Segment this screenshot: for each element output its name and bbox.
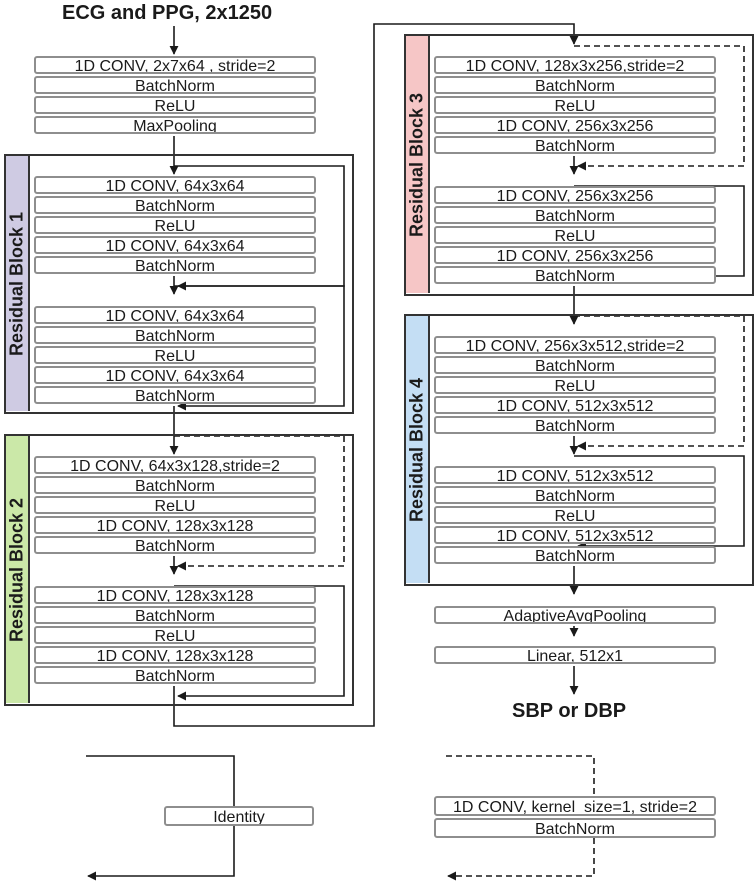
residual-block-3-label: Residual Block 3 [406, 92, 427, 237]
rb4-u1-bn1: BatchNorm [434, 356, 716, 374]
rb2-u1-conv2: 1D CONV, 128x3x128 [34, 516, 316, 534]
rb2-u2-bn2: BatchNorm [34, 666, 316, 684]
rb3-u2-relu: ReLU [434, 226, 716, 244]
rb1-u1-conv2: 1D CONV, 64x3x64 [34, 236, 316, 254]
rb2-u2-bn1: BatchNorm [34, 606, 316, 624]
rb1-u1-bn2: BatchNorm [34, 256, 316, 274]
rb1-u1-relu: ReLU [34, 216, 316, 234]
rb2-u1-relu: ReLU [34, 496, 316, 514]
stem-maxpool-box: MaxPooling [34, 116, 316, 134]
rb1-u1-conv1: 1D CONV, 64x3x64 [34, 176, 316, 194]
legend-downsample-conv-box: 1D CONV, kernel_size=1, stride=2 [434, 796, 716, 816]
rb1-u2-conv1: 1D CONV, 64x3x64 [34, 306, 316, 324]
output-title: SBP or DBP [512, 700, 627, 722]
rb1-u1-bn1: BatchNorm [34, 196, 316, 214]
rb1-u2-conv2: 1D CONV, 64x3x64 [34, 366, 316, 384]
identity-skip [174, 285, 345, 411]
rb4-u1-conv2: 1D CONV, 512x3x512 [434, 396, 716, 414]
residual-block-3: Residual Block 3 [404, 34, 754, 296]
rb4-u2-conv1: 1D CONV, 512x3x512 [434, 466, 716, 484]
residual-block-4-label: Residual Block 4 [406, 377, 427, 522]
adaptive-avg-pooling-box: AdaptiveAvgPooling [434, 606, 716, 624]
residual-block-2-label: Residual Block 2 [6, 497, 27, 642]
rb3-u1-relu: ReLU [434, 96, 716, 114]
rb4-u2-bn1: BatchNorm [434, 486, 716, 504]
input-title: ECG and PPG, 2x1250 [62, 2, 273, 24]
rb4-u1-relu: ReLU [434, 376, 716, 394]
residual-block-2-band: Residual Block 2 [6, 436, 30, 703]
rb2-u1-conv1: 1D CONV, 64x3x128,stride=2 [34, 456, 316, 474]
residual-block-1-label: Residual Block 1 [6, 211, 27, 356]
legend-downsample-bn-box: BatchNorm [434, 818, 716, 838]
rb3-u1-conv2: 1D CONV, 256x3x256 [434, 116, 716, 134]
downsample-skip [174, 435, 345, 571]
rb2-u1-bn2: BatchNorm [34, 536, 316, 554]
legend-identity-box: Identity [164, 806, 314, 826]
stem-relu-box: ReLU [34, 96, 316, 114]
rb4-u2-relu: ReLU [434, 506, 716, 524]
rb3-u1-bn2: BatchNorm [434, 136, 716, 154]
rb2-u2-relu: ReLU [34, 626, 316, 644]
cross-column-connector [173, 23, 579, 727]
rb2-u1-bn1: BatchNorm [34, 476, 316, 494]
stem-batchnorm-box: BatchNorm [34, 76, 316, 94]
legend-downsample-line [446, 755, 595, 881]
rb1-u2-relu: ReLU [34, 346, 316, 364]
downsample-skip [574, 315, 745, 451]
residual-block-2: Residual Block 2 [4, 434, 354, 706]
residual-block-3-band: Residual Block 3 [406, 36, 430, 293]
downsample-skip [574, 45, 745, 171]
residual-block-4: Residual Block 4 [404, 314, 754, 586]
rb4-u1-conv1: 1D CONV, 256x3x512,stride=2 [434, 336, 716, 354]
rb3-u2-conv1: 1D CONV, 256x3x256 [434, 186, 716, 204]
rb1-u2-bn1: BatchNorm [34, 326, 316, 344]
rb4-u2-conv2: 1D CONV, 512x3x512 [434, 526, 716, 544]
residual-block-4-band: Residual Block 4 [406, 316, 430, 583]
rb4-u2-bn2: BatchNorm [434, 546, 716, 564]
linear-box: Linear, 512x1 [434, 646, 716, 664]
stem-conv-box: 1D CONV, 2x7x64 , stride=2 [34, 56, 316, 74]
rb3-u1-conv1: 1D CONV, 128x3x256,stride=2 [434, 56, 716, 74]
rb3-u2-bn1: BatchNorm [434, 206, 716, 224]
rb1-u2-bn2: BatchNorm [34, 386, 316, 404]
rb3-u2-conv2: 1D CONV, 256x3x256 [434, 246, 716, 264]
rb2-u2-conv1: 1D CONV, 128x3x128 [34, 586, 316, 604]
rb3-u1-bn1: BatchNorm [434, 76, 716, 94]
residual-block-1: Residual Block 1 [4, 154, 354, 414]
rb3-u2-bn2: BatchNorm [434, 266, 716, 284]
rb2-u2-conv2: 1D CONV, 128x3x128 [34, 646, 316, 664]
residual-block-1-band: Residual Block 1 [6, 156, 30, 411]
rb4-u1-bn2: BatchNorm [434, 416, 716, 434]
